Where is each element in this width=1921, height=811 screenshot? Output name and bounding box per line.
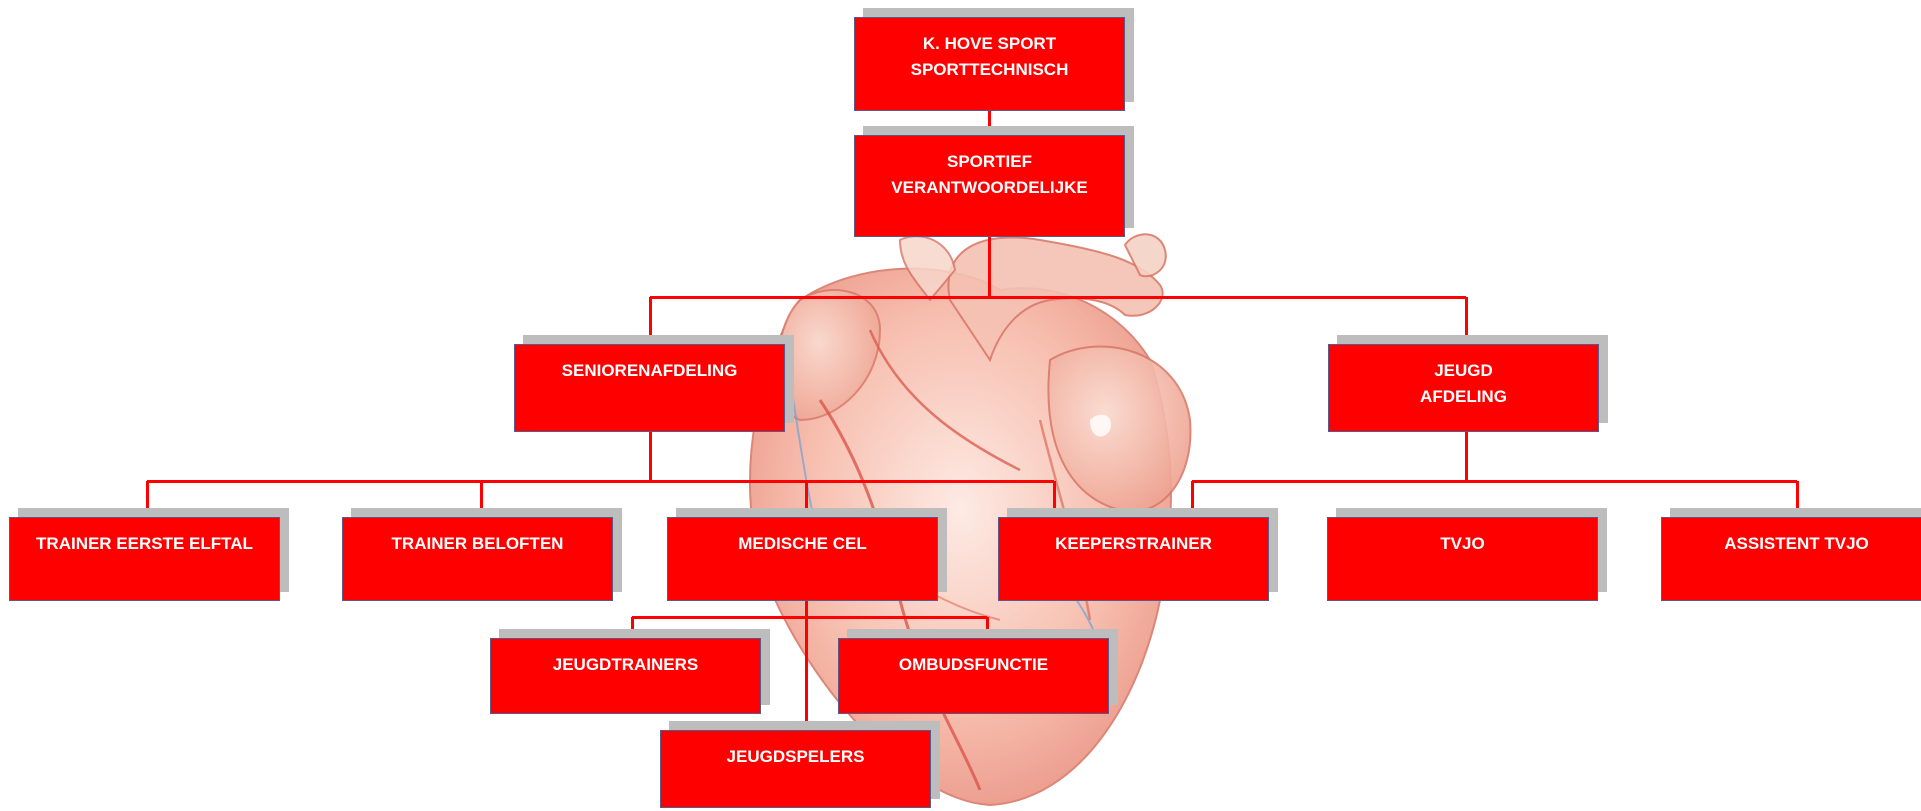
node-label: JEUGDTRAINERS — [491, 652, 760, 678]
node-label: OMBUDSFUNCTIE — [839, 652, 1108, 678]
connector-line — [1192, 480, 1797, 483]
node-keeperstrainer: KEEPERSTRAINER — [998, 517, 1269, 601]
connector-line — [805, 481, 808, 517]
connector-line — [649, 297, 652, 344]
connector-line — [650, 296, 1466, 299]
connector-line — [988, 111, 991, 135]
node-ombudsfunctie: OMBUDSFUNCTIE — [838, 638, 1109, 714]
node-label: MEDISCHE CEL — [668, 531, 937, 557]
node-label: VERANTWOORDELIJKE — [855, 175, 1124, 201]
connector-line — [480, 481, 483, 517]
connector-line — [988, 237, 991, 297]
connector-line — [1796, 481, 1799, 517]
node-assistent-tvjo: ASSISTENT TVJO — [1661, 517, 1921, 601]
node-trainer-beloften: TRAINER BELOFTEN — [342, 517, 613, 601]
connector-line — [1053, 481, 1056, 517]
node-medische-cel: MEDISCHE CEL — [667, 517, 938, 601]
node-label: TRAINER EERSTE ELFTAL — [10, 531, 279, 557]
node-jeugdspelers: JEUGDSPELERS — [660, 730, 931, 808]
node-jeugdtrainers: JEUGDTRAINERS — [490, 638, 761, 714]
connector-line — [805, 601, 808, 730]
node-label: JEUGDSPELERS — [661, 744, 930, 770]
connector-line — [1191, 481, 1194, 517]
connector-line — [147, 480, 1054, 483]
connector-line — [1465, 297, 1468, 344]
connector-line — [632, 616, 987, 619]
node-k-hove-sport: K. HOVE SPORT SPORTTECHNISCH — [854, 17, 1125, 111]
node-label: AFDELING — [1329, 384, 1598, 410]
connector-line — [631, 617, 634, 638]
node-jeugd-afdeling: JEUGD AFDELING — [1328, 344, 1599, 432]
connector-line — [649, 432, 652, 481]
connector-line — [146, 481, 149, 517]
node-tvjo: TVJO — [1327, 517, 1598, 601]
node-label: TVJO — [1328, 531, 1597, 557]
node-label: SPORTTECHNISCH — [855, 57, 1124, 83]
node-label: SPORTIEF — [855, 149, 1124, 175]
node-label: SENIORENAFDELING — [515, 358, 784, 384]
node-label: ASSISTENT TVJO — [1662, 531, 1921, 557]
node-label: K. HOVE SPORT — [855, 31, 1124, 57]
node-label: JEUGD — [1329, 358, 1598, 384]
connector-line — [1465, 432, 1468, 481]
connector-line — [986, 617, 989, 638]
node-sportief-verantwoordelijke: SPORTIEF VERANTWOORDELIJKE — [854, 135, 1125, 237]
node-seniorenafdeling: SENIORENAFDELING — [514, 344, 785, 432]
node-trainer-eerste-elftal: TRAINER EERSTE ELFTAL — [9, 517, 280, 601]
node-label: KEEPERSTRAINER — [999, 531, 1268, 557]
node-label: TRAINER BELOFTEN — [343, 531, 612, 557]
